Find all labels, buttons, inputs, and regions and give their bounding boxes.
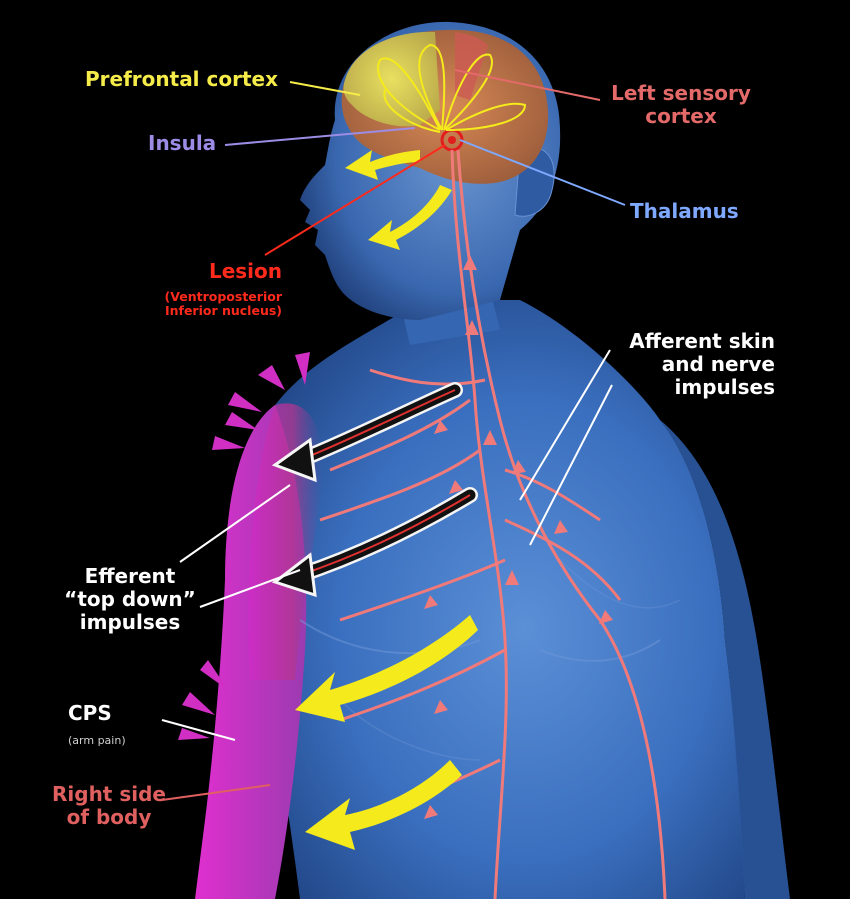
efferent-line-3: impulses (79, 610, 181, 634)
yellow-arrow-icon (295, 150, 478, 850)
lesion-sub-line-2: Inferior nucleus) (164, 303, 282, 319)
lesion-sub-line-1: (Ventroposterior (164, 289, 282, 304)
insula-label: Insula (148, 131, 217, 155)
nerve-arrowheads (424, 255, 613, 819)
lesion-sublabel: (Ventroposterior Inferior nucleus) (120, 289, 282, 319)
prefrontal-cortex-label: Prefrontal cortex (85, 67, 278, 91)
nerve-pathways (319, 149, 667, 899)
pain-burst-icon (178, 352, 310, 740)
left-sensory-line-1: Left sensory (611, 81, 751, 105)
cps-sublabel: (arm pain) (68, 734, 126, 747)
efferent-line-2: “top down” (64, 587, 196, 611)
right-side-line-1: Right side (52, 782, 166, 806)
thalamus-label: Thalamus (630, 199, 739, 223)
right-side-line-2: of body (66, 805, 152, 829)
afferent-line-3: impulses (674, 375, 775, 399)
cortical-loops (377, 43, 527, 133)
left-sensory-cortex-label: Left sensory cortex (606, 82, 756, 128)
afferent-line-1: Afferent skin (629, 329, 775, 353)
afferent-line-2: and nerve (661, 352, 775, 376)
black-arrow-icon (271, 382, 478, 598)
right-side-label: Right side of body (48, 783, 170, 829)
cps-label: CPS (68, 701, 112, 725)
efferent-line-1: Efferent (84, 564, 176, 588)
leader-lines (161, 69, 626, 801)
lesion-label: Lesion (208, 259, 282, 283)
efferent-label: Efferent “top down” impulses (60, 565, 200, 634)
afferent-label: Afferent skin and nerve impulses (610, 330, 775, 399)
left-sensory-line-2: cortex (645, 104, 717, 128)
